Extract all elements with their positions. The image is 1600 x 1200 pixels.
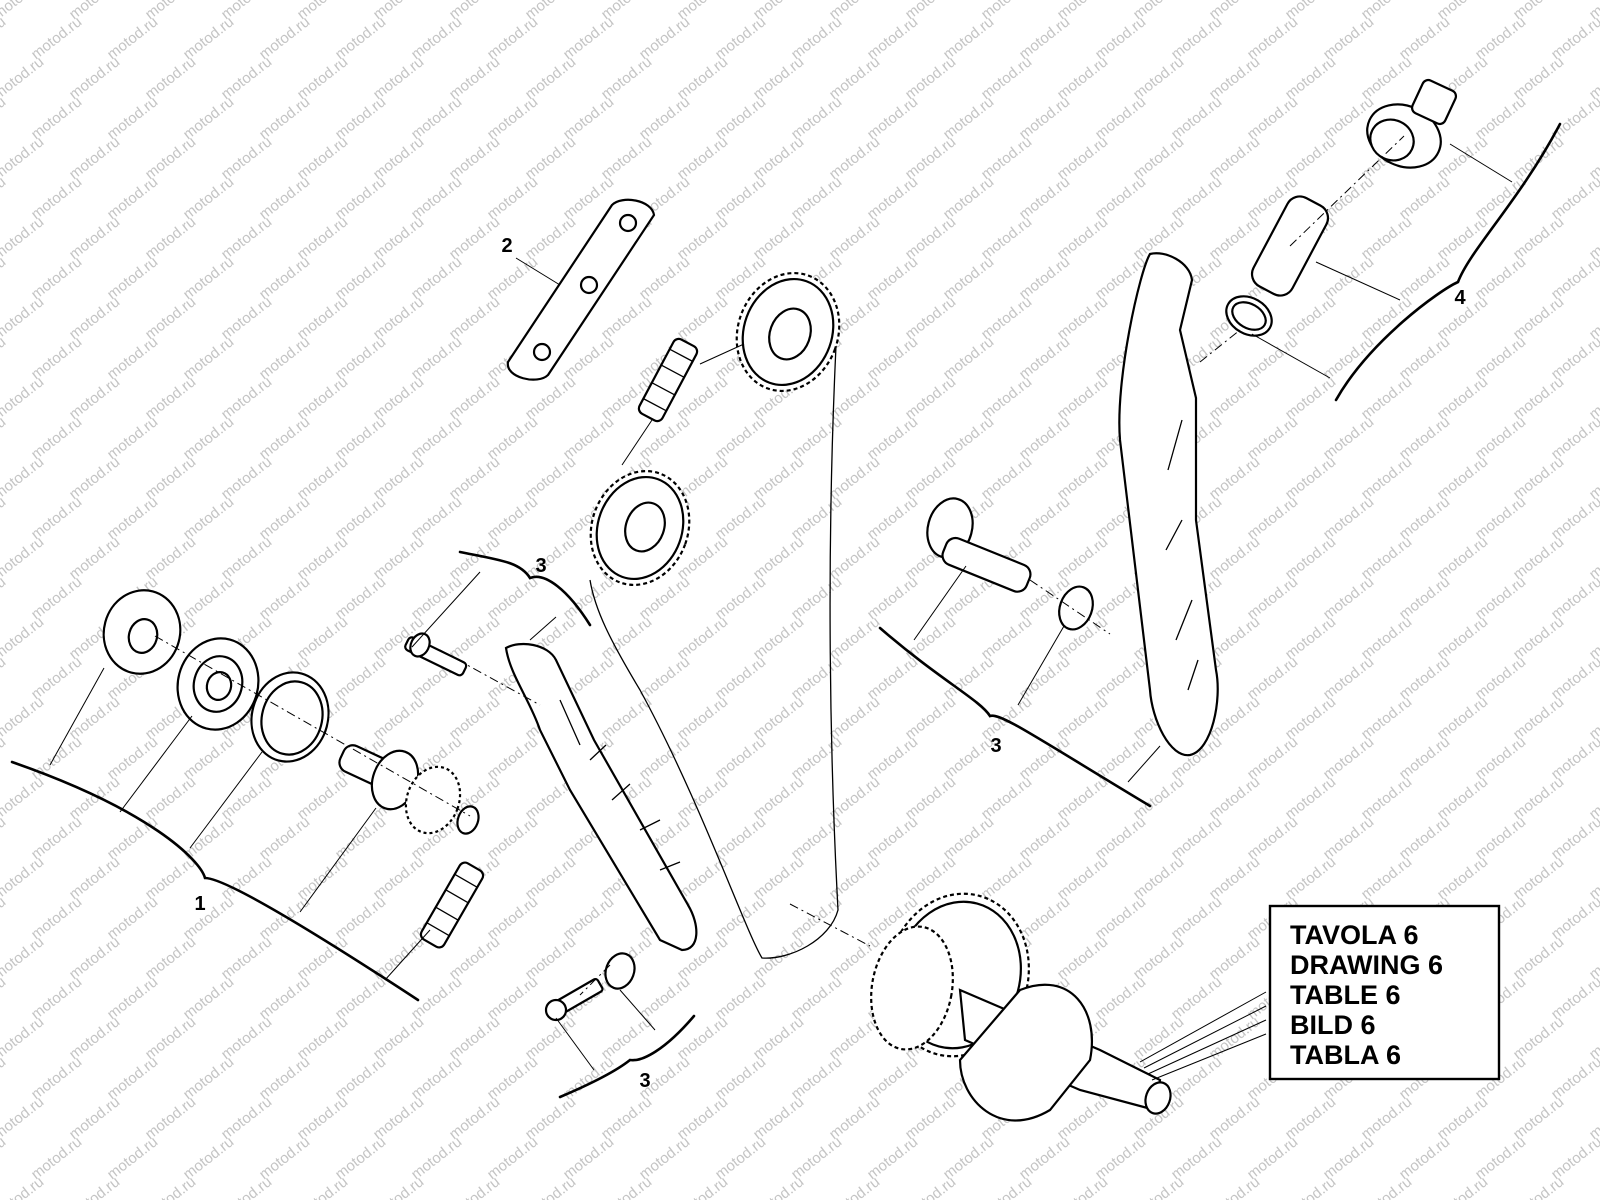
washer (102, 589, 182, 675)
callout-4: 4 (1454, 287, 1466, 309)
reference-box: TAVOLA 6 DRAWING 6 TABLE 6 BILD 6 TABLA … (1268, 904, 1501, 1081)
crankshaft (870, 892, 1172, 1122)
watermark-text: motod.ru (0, 13, 9, 63)
watermark-text: motod.ru (0, 693, 47, 743)
watermark-text: motod.ru (750, 1173, 807, 1200)
watermark-text: motod.ru (1206, 1173, 1263, 1200)
watermark-text: motod.ru (0, 93, 9, 143)
watermark-text: motod.ru (0, 173, 9, 223)
watermark-text: motod.ru (370, 1173, 427, 1200)
timing-chain-loop (589, 345, 839, 959)
watermark-text: motod.ru (1586, 1173, 1600, 1200)
reference-line-5: TABLA 6 (1290, 1040, 1401, 1070)
snap-ring (250, 671, 330, 763)
watermark-text: motod.ru (294, 1173, 351, 1200)
watermark-text: motod.ru (0, 1053, 9, 1103)
watermark-text: motod.ru (826, 1173, 883, 1200)
intermediate-gear-shaft (338, 744, 480, 835)
watermark-text: motod.ru (902, 1173, 959, 1200)
watermark-text: motod.ru (522, 1173, 579, 1200)
callout-2: 2 (501, 235, 512, 257)
watermark-text: motod.ru (218, 1173, 275, 1200)
watermark-text: motod.ru (0, 133, 47, 183)
callout-3-lower-left: 3 (639, 1070, 650, 1092)
leader-lines (49, 143, 1513, 1081)
watermark-text: motod.ru (0, 613, 47, 663)
watermark-text: motod.ru (0, 1093, 47, 1143)
watermark-text: motod.ru (0, 253, 9, 303)
tensioner-o-ring (1225, 295, 1273, 337)
watermark-text: motod.ru (0, 973, 9, 1023)
callout-3-right: 3 (990, 735, 1001, 757)
watermark-text: motod.ru (0, 1013, 47, 1063)
bearing (176, 637, 260, 731)
watermark-text: motod.ru (0, 813, 9, 863)
o-ring-right (1058, 585, 1094, 631)
watermark-text: motod.ru (0, 453, 47, 503)
chain-segment-upper (637, 337, 699, 423)
sprocket-middle (589, 469, 691, 587)
o-ring-left (604, 952, 636, 990)
watermark-text: motod.ru (0, 213, 47, 263)
watermark-text: motod.ru (0, 0, 47, 23)
chain-segment-lower (419, 861, 485, 949)
watermark-text: motod.ru (0, 493, 9, 543)
callout-braces (10, 122, 1562, 1099)
pivot-bolt-left (404, 632, 468, 677)
watermark-text: motod.ru (1054, 1173, 1111, 1200)
reference-line-1: TAVOLA 6 (1290, 920, 1419, 950)
watermark-text: motod.ru (0, 333, 9, 383)
reference-line-2: DRAWING 6 (1290, 950, 1443, 980)
watermark-text: motod.ru (0, 853, 47, 903)
watermark-text: motod.ru (1130, 1173, 1187, 1200)
watermark-text: motod.ru (0, 293, 47, 343)
chain-guide-left (504, 642, 698, 952)
reference-line-3: TABLE 6 (1290, 980, 1401, 1010)
watermark-text: motod.ru (1434, 1173, 1491, 1200)
watermark-text: motod.ru (0, 933, 47, 983)
watermark-text: motod.ru (0, 893, 9, 943)
watermark-text: motod.ru (0, 573, 9, 623)
watermark-text: motod.ru (66, 1173, 123, 1200)
watermark-text: motod.ru (0, 1133, 9, 1183)
watermark-text: motod.ru (1510, 1173, 1567, 1200)
watermark-text: motod.ru (1282, 1173, 1339, 1200)
callout-1: 1 (194, 893, 205, 915)
center-lines (154, 135, 1405, 996)
watermark-text: motod.ru (598, 1173, 655, 1200)
watermark-text: motod.ru (978, 1173, 1035, 1200)
watermark-text: motod.ru (0, 773, 47, 823)
watermark-text: motod.ru (0, 653, 9, 703)
watermark-text: motod.ru (0, 413, 9, 463)
watermark-text: motod.ru (0, 373, 47, 423)
screw-left (544, 977, 604, 1022)
watermark-text: motod.ru (0, 533, 47, 583)
reference-line-4: BILD 6 (1290, 1010, 1376, 1040)
watermark-text: motod.ru (446, 1173, 503, 1200)
callout-3-upper-left: 3 (535, 555, 546, 577)
watermark-text: motod.ru (0, 53, 47, 103)
tensioner-guide-right (1118, 252, 1219, 757)
watermark-text: motod.ru (142, 1173, 199, 1200)
sprocket-upper (735, 271, 841, 393)
guide-pin-right (926, 497, 1032, 593)
watermark-text: motod.ru (0, 733, 9, 783)
watermark-text: motod.ru (1358, 1173, 1415, 1200)
watermark-text: motod.ru (674, 1173, 731, 1200)
chain-guide-plate (506, 198, 656, 381)
